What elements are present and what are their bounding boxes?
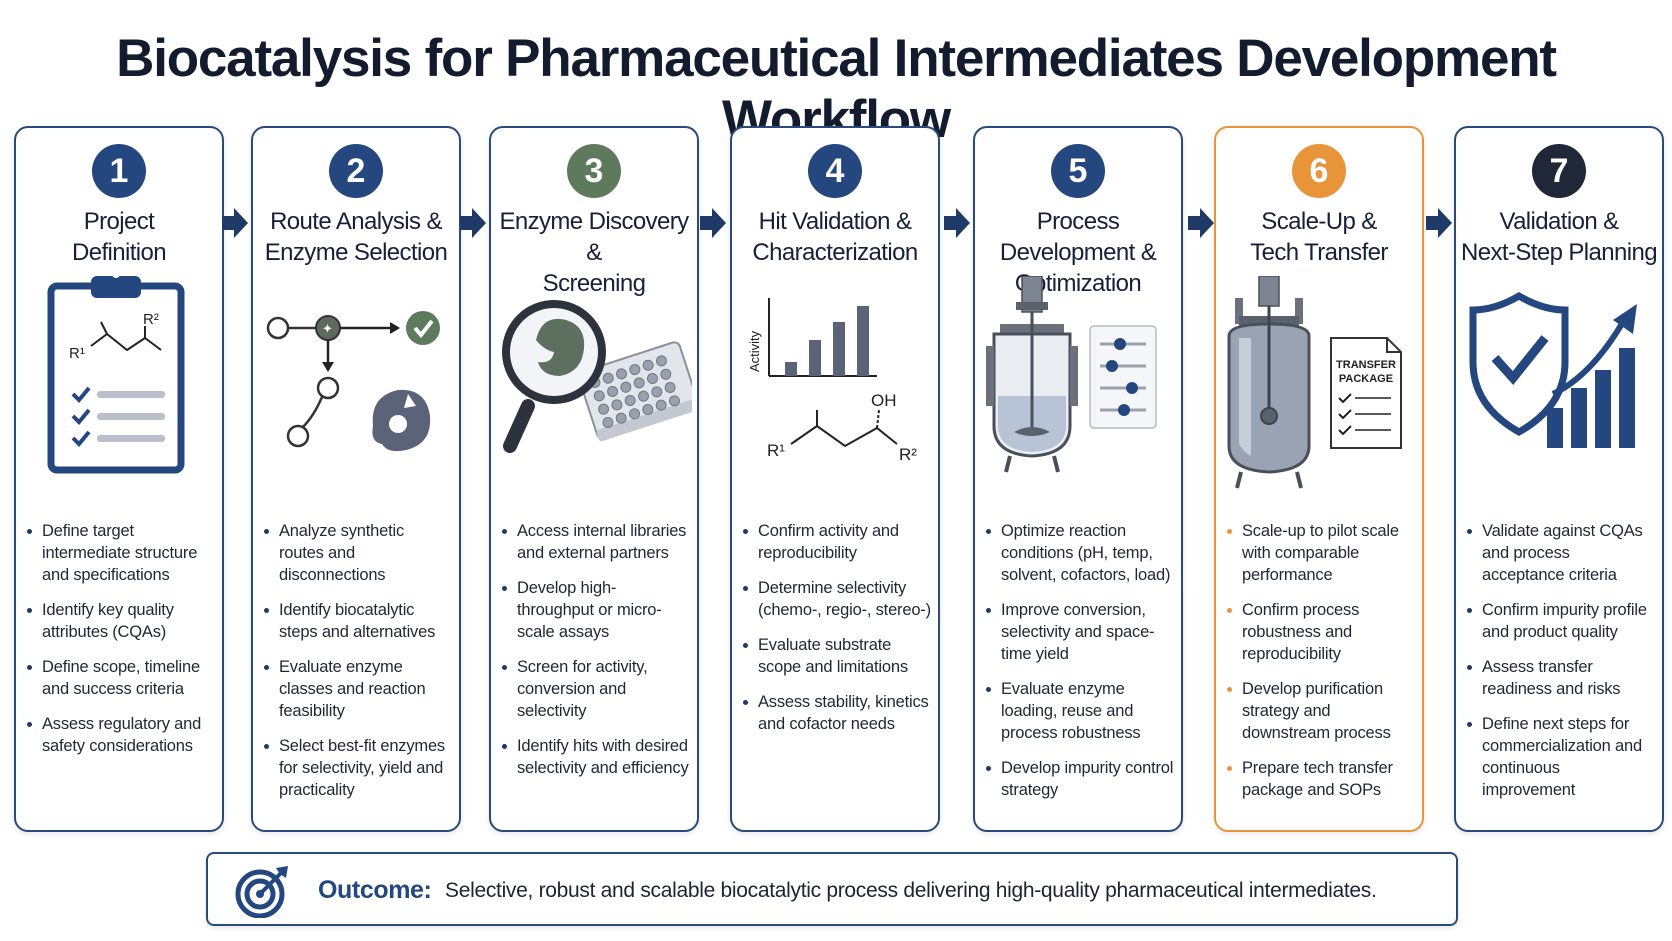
document-label: TRANSFER — [1336, 359, 1396, 371]
arrow-right-icon — [1426, 208, 1452, 238]
step-title-line: Tech Transfer — [1250, 239, 1388, 266]
list-item: Assess regulatory and safety considerati… — [26, 713, 216, 757]
list-item: Develop high-throughput or micro-scale a… — [501, 577, 691, 643]
list-item: Select best-fit enzymes for selectivity,… — [263, 735, 453, 801]
step-card-1: 1 Project Definition R¹ R² Define target… — [14, 126, 224, 832]
list-item: Validate against CQAs and process accept… — [1466, 520, 1656, 586]
document-label: PACKAGE — [1339, 373, 1393, 385]
step-title-line: Process Development & — [999, 208, 1157, 266]
list-item: Assess transfer readiness and risks — [1466, 656, 1656, 700]
svg-text:R²: R² — [143, 311, 159, 328]
step-title-line: Scale-Up & — [1261, 208, 1377, 235]
list-item: Define scope, timeline and success crite… — [26, 656, 216, 700]
step-number-badge: 1 — [92, 144, 146, 198]
pilot-reactor-document-icon: TRANSFER PACKAGE — [1227, 276, 1402, 489]
step-number-badge: 4 — [808, 144, 862, 198]
step-bullets: Access internal libraries and external p… — [501, 520, 691, 792]
clipboard-checklist-icon: R¹ R² — [47, 276, 185, 474]
step-card-3: 3 Enzyme Discovery & Screening Access in… — [489, 126, 699, 832]
list-item: Prepare tech transfer package and SOPs — [1226, 757, 1416, 801]
list-item: Analyze synthetic routes and disconnecti… — [263, 520, 453, 586]
target-arrow-icon — [235, 866, 288, 918]
step-bullets: Define target intermediate structure and… — [26, 520, 216, 770]
list-item: Define next steps for commercialization … — [1466, 713, 1656, 801]
step-bullets: Optimize reaction conditions (pH, temp, … — [985, 520, 1175, 814]
step-title: Project Definition — [20, 206, 218, 268]
step-title-line: Characterization — [752, 239, 918, 266]
list-item: Evaluate enzyme classes and reaction fea… — [263, 656, 453, 722]
magnifier-well-plate-icon — [502, 300, 692, 453]
step-title-line: Definition — [71, 239, 167, 266]
step-bullets: Scale-up to pilot scale with comparable … — [1226, 520, 1416, 814]
list-item: Evaluate substrate scope and limitations — [742, 634, 932, 678]
step-title-line: Screening — [542, 270, 646, 297]
step-title-line: Route Analysis & — [270, 208, 442, 235]
step-number-badge: 2 — [329, 144, 383, 198]
list-item: Determine selectivity (chemo-, regio-, s… — [742, 577, 932, 621]
step-card-5: 5 Process Development & Optimization Opt… — [973, 126, 1183, 832]
step-title: Route Analysis & Enzyme Selection — [257, 206, 455, 268]
step-title: Validation & Next-Step Planning — [1460, 206, 1658, 268]
page-title: Biocatalysis for Pharmaceutical Intermed… — [116, 29, 1557, 149]
step-number-badge: 6 — [1292, 144, 1346, 198]
step-bullets: Confirm activity and reproducibility Det… — [742, 520, 932, 748]
list-item: Scale-up to pilot scale with comparable … — [1226, 520, 1416, 586]
reactor-sliders-icon — [986, 276, 1157, 473]
list-item: Confirm activity and reproducibility — [742, 520, 932, 564]
svg-text:R¹: R¹ — [69, 345, 85, 362]
route-network-enzyme-icon: ✦ — [266, 311, 440, 452]
list-item: Identify biocatalytic steps and alternat… — [263, 599, 453, 643]
step-title-line: Validation & — [1499, 208, 1619, 235]
list-item: Assess stability, kinetics and cofactor … — [742, 691, 932, 735]
arrow-right-icon — [460, 208, 486, 238]
arrow-right-icon — [944, 208, 970, 238]
axis-label: Activity — [747, 330, 762, 372]
svg-text:R²: R² — [899, 445, 917, 464]
step-number-badge: 3 — [567, 144, 621, 198]
step-title: Scale-Up & Tech Transfer — [1220, 206, 1418, 268]
list-item: Confirm impurity profile and product qua… — [1466, 599, 1656, 643]
step-title-line: Enzyme Discovery & — [499, 208, 689, 266]
list-item: Develop impurity control strategy — [985, 757, 1175, 801]
arrow-right-icon — [1188, 208, 1214, 238]
arrow-right-icon — [700, 208, 726, 238]
step-title-line: Project — [83, 208, 155, 235]
list-item: Screen for activity, conversion and sele… — [501, 656, 691, 722]
list-item: Optimize reaction conditions (pH, temp, … — [985, 520, 1175, 586]
step-bullets: Analyze synthetic routes and disconnecti… — [263, 520, 453, 814]
step-card-2: 2 Route Analysis & Enzyme Selection ✦ An… — [251, 126, 461, 832]
svg-text:R¹: R¹ — [767, 441, 785, 460]
list-item: Develop purification strategy and downst… — [1226, 678, 1416, 744]
step-title-line: Enzyme Selection — [264, 239, 448, 266]
svg-text:✦: ✦ — [322, 321, 333, 336]
step-title: Hit Validation & Characterization — [736, 206, 934, 268]
list-item: Define target intermediate structure and… — [26, 520, 216, 586]
list-item: Evaluate enzyme loading, reuse and proce… — [985, 678, 1175, 744]
outcome-banner: Outcome: Selective, robust and scalable … — [206, 852, 1458, 926]
list-item: Improve conversion, selectivity and spac… — [985, 599, 1175, 665]
list-item: Confirm process robustness and reproduci… — [1226, 599, 1416, 665]
step-title-line: Next-Step Planning — [1461, 239, 1658, 266]
list-item: Identify hits with desired selectivity a… — [501, 735, 691, 779]
arrow-right-icon — [222, 208, 248, 238]
step-card-7: 7 Validation & Next-Step Planning Valida… — [1454, 126, 1664, 832]
step-bullets: Validate against CQAs and process accept… — [1466, 520, 1656, 814]
list-item: Access internal libraries and external p… — [501, 520, 691, 564]
svg-text:OH: OH — [871, 391, 897, 410]
shield-growth-chart-icon — [1469, 291, 1637, 448]
list-item: Identify key quality attributes (CQAs) — [26, 599, 216, 643]
step-number-badge: 7 — [1532, 144, 1586, 198]
activity-chart-molecule-icon: Activity R¹ OH R² — [747, 298, 917, 464]
step-number-badge: 5 — [1051, 144, 1105, 198]
step-title-line: Hit Validation & — [758, 208, 912, 235]
step-card-6: 6 Scale-Up & Tech Transfer TRANSFER PACK… — [1214, 126, 1424, 832]
step-card-4: 4 Hit Validation & Characterization Acti… — [730, 126, 940, 832]
outcome-label: Outcome: — [318, 876, 432, 904]
outcome-text: Selective, robust and scalable biocataly… — [445, 879, 1377, 902]
step-title: Enzyme Discovery & Screening — [495, 206, 693, 299]
